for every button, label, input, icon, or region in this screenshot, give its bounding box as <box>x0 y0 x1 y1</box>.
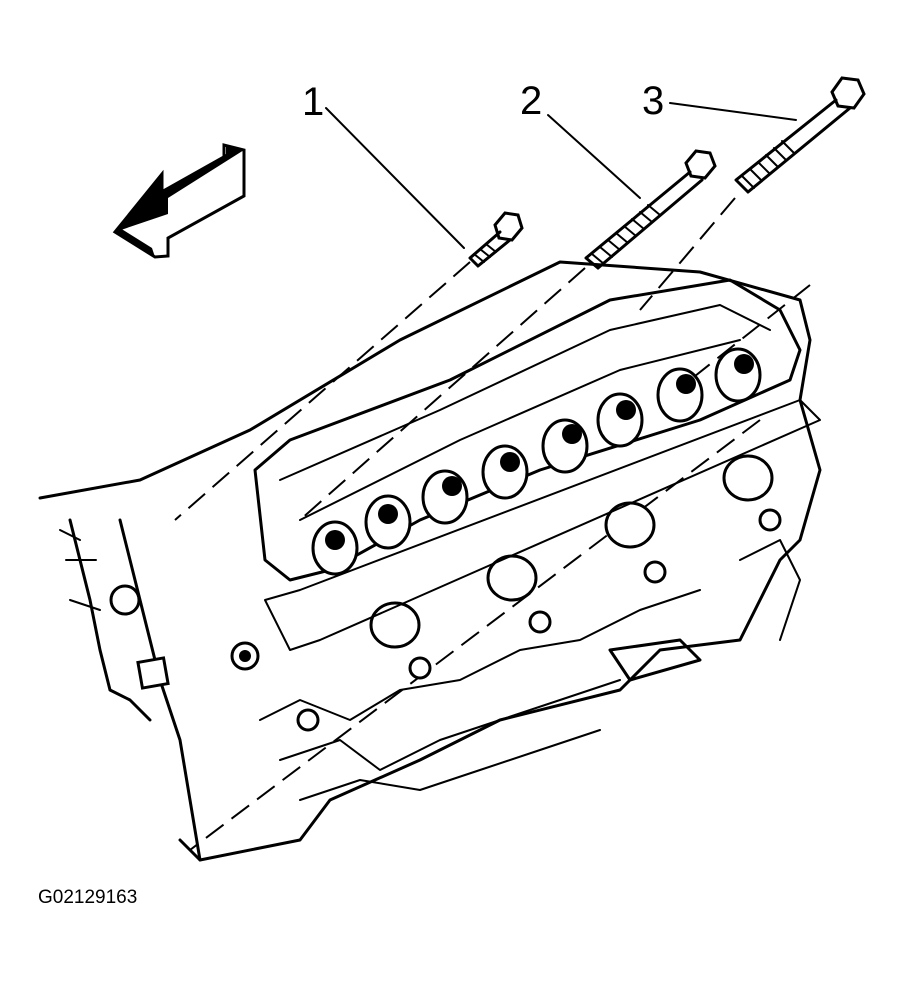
bolt-2 <box>584 149 717 270</box>
figure-id: G02129163 <box>38 887 138 908</box>
callout-2: 2 <box>520 79 542 123</box>
valve-spring-5 <box>541 418 589 474</box>
lower-detail <box>259 508 801 801</box>
engine-block <box>38 260 822 862</box>
callout-3: 3 <box>642 79 664 123</box>
valve-spring-1 <box>311 520 359 576</box>
exhaust-ports <box>264 399 821 651</box>
callout-leaders <box>325 102 797 249</box>
valve-springs <box>311 347 762 576</box>
front-direction-arrow <box>112 143 246 259</box>
callout-1: 1 <box>302 80 324 124</box>
valve-spring-6 <box>596 392 644 448</box>
valve-spring-4 <box>481 444 529 500</box>
valve-spring-2 <box>364 494 412 550</box>
valve-spring-8 <box>714 347 762 403</box>
bolt-1 <box>468 211 524 268</box>
valve-spring-7 <box>656 367 704 423</box>
cylinder-head <box>253 278 802 582</box>
bolt-installation-lines <box>174 197 811 851</box>
bolt-3 <box>734 76 866 194</box>
valve-spring-3 <box>421 469 469 525</box>
